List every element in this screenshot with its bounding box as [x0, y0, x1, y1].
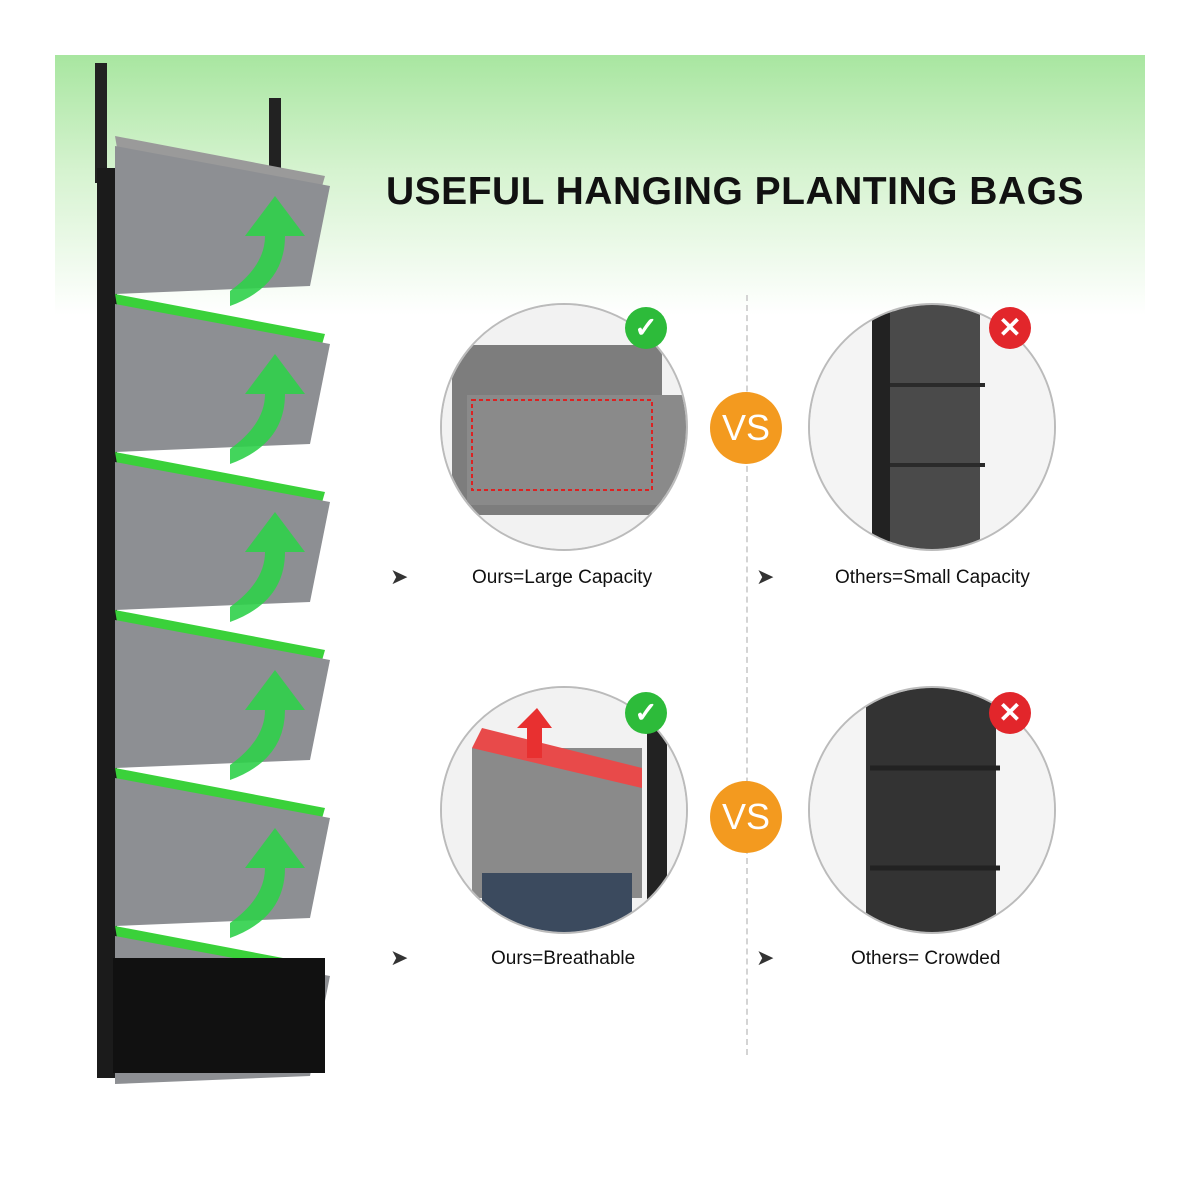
others-capacity-label: Others=Small Capacity — [835, 567, 1030, 588]
felt-pocket — [115, 146, 330, 294]
green-arrow — [230, 512, 305, 622]
green-arrow — [230, 828, 305, 938]
ours-capacity-label: Ours=Large Capacity — [472, 567, 653, 588]
green-arrow — [230, 354, 305, 464]
felt-pocket — [115, 778, 330, 926]
felt-pocket — [115, 462, 330, 610]
arrow-bullet-icon: ➤ — [756, 945, 775, 970]
page-title: USEFUL HANGING PLANTING BAGS — [386, 170, 1084, 213]
check-icon: ✓ — [625, 692, 667, 734]
felt-pocket — [115, 620, 330, 768]
vs-badge: VS — [710, 392, 782, 464]
cross-icon: ✕ — [989, 307, 1031, 349]
vs-badge: VS — [710, 781, 782, 853]
arrow-bullet-icon: ➤ — [756, 564, 775, 589]
green-arrow — [230, 670, 305, 780]
felt-pocket — [115, 304, 330, 452]
check-icon: ✓ — [625, 307, 667, 349]
arrow-bullet-icon: ➤ — [390, 945, 409, 970]
green-arrow — [230, 196, 305, 306]
hanging-bag-illustration — [95, 63, 330, 1084]
others-crowded-label: Others= Crowded — [851, 948, 1001, 969]
arrow-bullet-icon: ➤ — [390, 564, 409, 589]
ours-breathable-label: Ours=Breathable — [491, 948, 636, 969]
vertical-divider — [746, 295, 748, 1055]
cross-icon: ✕ — [989, 692, 1031, 734]
